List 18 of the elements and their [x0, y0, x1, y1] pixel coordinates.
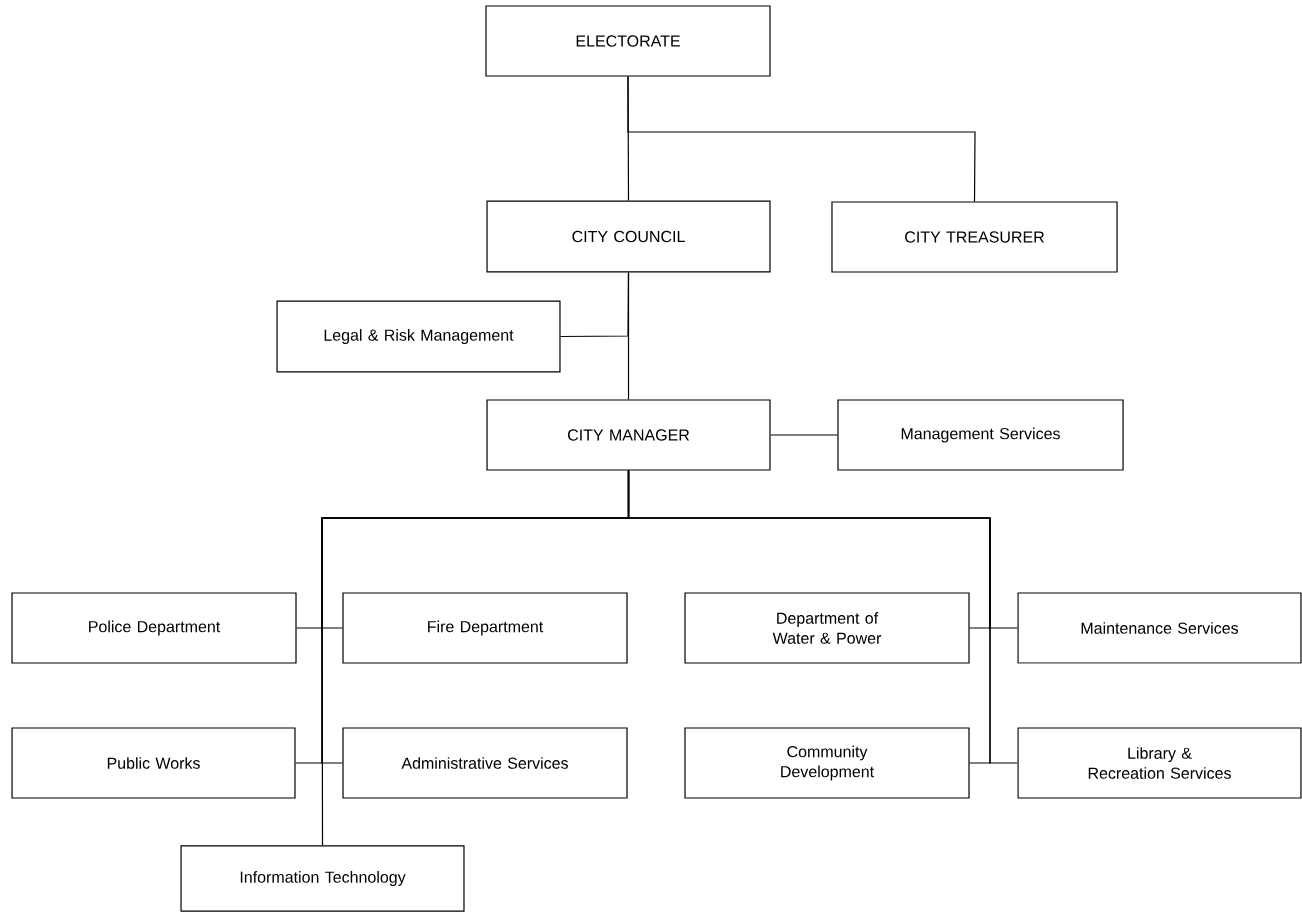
org-box: CITY TREASURER	[831, 201, 1118, 273]
org-box: Information Technology	[180, 845, 465, 912]
connector-line	[627, 76, 976, 202]
org-box: Maintenance Services	[1017, 592, 1302, 664]
org-box: Community Development	[684, 727, 970, 799]
org-box: Police Department	[11, 592, 297, 664]
connector-line	[770, 434, 838, 436]
org-box: Public Works	[11, 727, 296, 799]
org-box: Legal & Risk Management	[276, 300, 561, 373]
org-box: Department of Water & Power	[684, 592, 970, 664]
org-box: CITY COUNCIL	[486, 200, 771, 273]
org-box: ELECTORATE	[485, 5, 771, 77]
org-box: Fire Department	[342, 592, 628, 664]
connector-line	[627, 271, 630, 400]
org-box: Library & Recreation Services	[1017, 727, 1302, 799]
org-box: CITY MANAGER	[486, 399, 771, 471]
org-box: Management Services	[837, 399, 1124, 471]
org-box: Administrative Services	[342, 727, 628, 799]
